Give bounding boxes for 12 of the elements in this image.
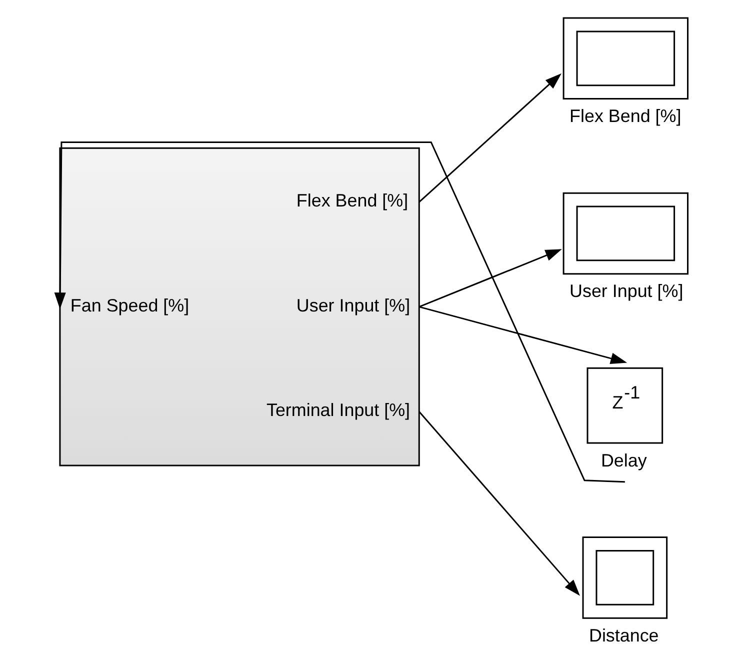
arrow <box>418 411 580 596</box>
node-label: Distance <box>588 625 658 646</box>
arrow <box>418 306 627 364</box>
arrow <box>418 73 561 203</box>
node-label: Flex Bend [%] <box>569 106 681 126</box>
node-box <box>582 536 668 619</box>
node-label: User Input [%] <box>569 281 683 302</box>
node-label: Delay <box>600 450 646 470</box>
node-box <box>562 192 688 275</box>
arrow <box>54 141 624 483</box>
arrow <box>418 249 562 308</box>
node-box <box>562 17 688 100</box>
